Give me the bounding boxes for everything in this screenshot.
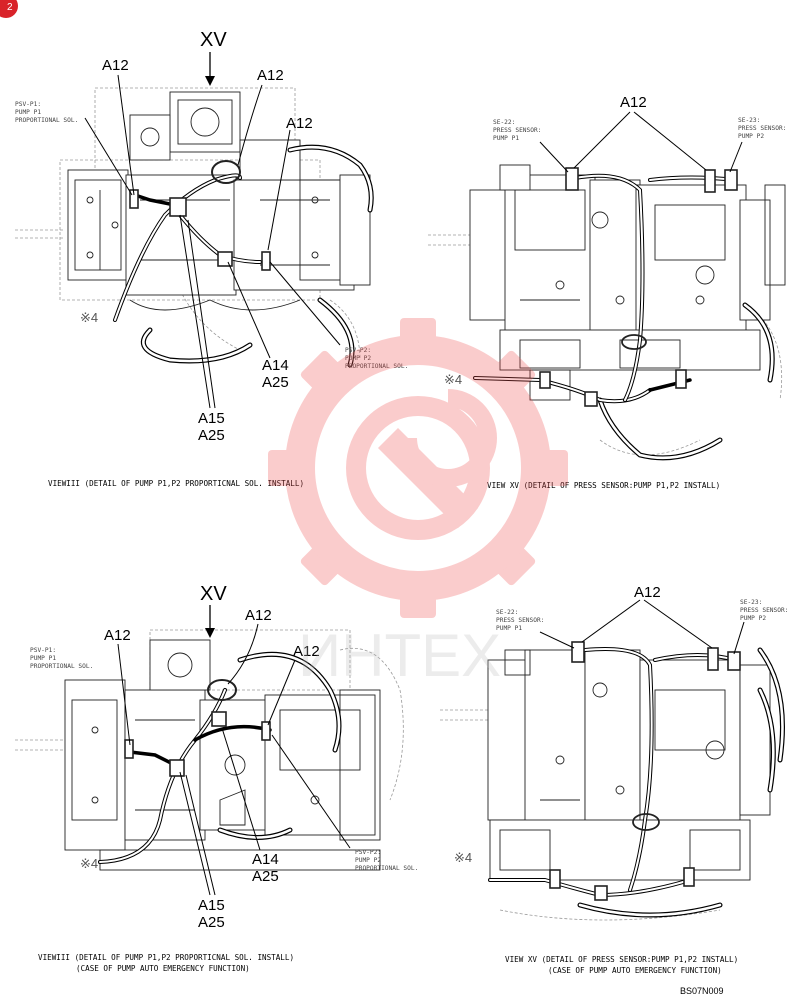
solenoid-p2-line1: PUMP P2 xyxy=(355,857,381,864)
pump-body xyxy=(67,91,371,311)
view-caption-line1: VIEW XV (DETAIL OF PRESS SENSOR:PUMP P1,… xyxy=(505,955,738,964)
callout-a12-left: A12 xyxy=(102,57,129,74)
solenoid-p1-line1: PUMP P1 xyxy=(30,655,56,662)
callout-leaders xyxy=(539,599,745,655)
hydraulic-hoses xyxy=(577,647,785,918)
sensor-p2-line2: PUMP P2 xyxy=(740,615,766,622)
pump-body xyxy=(64,639,381,871)
view-xv-press-sensor-emergency: A12 SE-22: PRESS SENSOR: PUMP P1 SE-23: … xyxy=(440,584,788,975)
callout-leaders xyxy=(539,111,743,173)
sensor-p1-line1: PRESS SENSOR: xyxy=(496,617,544,624)
view-caption-line1: VIEWIII (DETAIL OF PUMP P1,P2 PROPORTICN… xyxy=(38,953,294,962)
pump-ghost-outline xyxy=(440,709,721,921)
callout-a25-lower: A25 xyxy=(198,427,225,444)
drawing-code: BS07N009 xyxy=(680,986,724,996)
sensor-p2-line2: PUMP P2 xyxy=(738,133,764,140)
sensor-p1-line1: PRESS SENSOR: xyxy=(493,127,541,134)
solenoid-p1-line2: PROPORTIONAL SOL. xyxy=(30,663,93,670)
view-xv-press-sensor: A12 SE-22: PRESS SENSOR: PUMP P1 SE-23: … xyxy=(428,94,786,490)
callout-a25-upper: A25 xyxy=(262,374,289,391)
sensor-p1-title: SE-22: xyxy=(493,119,515,126)
callout-a14: A14 xyxy=(262,357,289,374)
hydraulic-hoses xyxy=(140,144,374,368)
callout-a12-top: A12 xyxy=(257,67,284,84)
solenoid-p2-line1: PUMP P2 xyxy=(345,355,371,362)
sensor-p2-line1: PRESS SENSOR: xyxy=(738,125,786,132)
harness-clamps xyxy=(549,641,741,901)
watermark: ИНТЕХ xyxy=(268,318,568,689)
solenoid-p2-title: PSV-P2: xyxy=(345,347,371,354)
view-arrow-label: XV xyxy=(200,29,227,51)
solenoid-p2-line2: PROPORTIONAL SOL. xyxy=(345,363,408,370)
note-mark: ※4 xyxy=(454,850,472,865)
callout-a12-right: A12 xyxy=(293,643,320,660)
callout-a15: A15 xyxy=(198,410,225,427)
callout-a12-top: A12 xyxy=(245,607,272,624)
view-caption-line1: VIEWIII (DETAIL OF PUMP P1,P2 PROPORTICN… xyxy=(48,479,304,488)
harness-clamps xyxy=(124,679,271,777)
solenoid-p1-title: PSV-P1: xyxy=(30,647,56,654)
harness-clamps xyxy=(129,160,271,271)
note-mark: ※4 xyxy=(444,372,462,387)
note-mark: ※4 xyxy=(80,856,98,871)
hydraulic-hoses xyxy=(217,651,342,840)
callout-a15: A15 xyxy=(198,897,225,914)
pump-body xyxy=(469,164,786,401)
sensor-p2-title: SE-23: xyxy=(740,599,762,606)
corner-badge: 2 xyxy=(0,0,18,18)
view-caption-line2: (CASE OF PUMP AUTO EMERGENCY FUNCTION) xyxy=(548,966,722,975)
sensor-p1-line2: PUMP P1 xyxy=(496,625,522,632)
solenoid-p1-line2: PROPORTIONAL SOL. xyxy=(15,117,78,124)
sensor-p1-line2: PUMP P1 xyxy=(493,135,519,142)
sensor-p1-title: SE-22: xyxy=(496,609,518,616)
callout-leaders xyxy=(117,605,351,896)
sensor-p2-line1: PRESS SENSOR: xyxy=(740,607,788,614)
watermark-gear-icon xyxy=(268,318,568,618)
harness-clamps xyxy=(539,167,738,407)
view-caption-line2: (CASE OF PUMP AUTO EMERGENCY FUNCTION) xyxy=(76,964,250,973)
view-arrow-label: XV xyxy=(200,583,227,605)
view-iii-proportional-sol: XV A12 A12 A12 A14 A25 A15 A25 PSV-P1: P… xyxy=(15,29,408,488)
badge-circle xyxy=(0,0,18,18)
callout-a25-lower: A25 xyxy=(198,914,225,931)
callout-a12: A12 xyxy=(620,94,647,111)
solenoid-p1-title: PSV-P1: xyxy=(15,101,41,108)
callout-a12-left: A12 xyxy=(104,627,131,644)
callout-a12-right: A12 xyxy=(286,115,313,132)
callout-a12: A12 xyxy=(634,584,661,601)
solenoid-p2-title: PSV-P2: xyxy=(355,849,381,856)
note-mark: ※4 xyxy=(80,310,98,325)
callout-leaders xyxy=(84,52,341,409)
sensor-p2-title: SE-23: xyxy=(738,117,760,124)
callout-a25-upper: A25 xyxy=(252,868,279,885)
hydraulic-hoses xyxy=(597,302,775,461)
pump-body xyxy=(487,649,771,881)
view-caption-line1: VIEW XV (DETAIL OF PRESS SENSOR:PUMP P1,… xyxy=(487,481,720,490)
badge-number: 2 xyxy=(7,2,13,13)
view-iii-proportional-sol-emergency: XV A12 A12 A12 A14 A25 A15 A25 PSV-P1: P… xyxy=(15,583,418,973)
callout-a14: A14 xyxy=(252,851,279,868)
solenoid-p2-line2: PROPORTIONAL SOL. xyxy=(355,865,418,872)
solenoid-p1-line1: PUMP P1 xyxy=(15,109,41,116)
watermark-text: ИНТЕХ xyxy=(298,622,501,689)
